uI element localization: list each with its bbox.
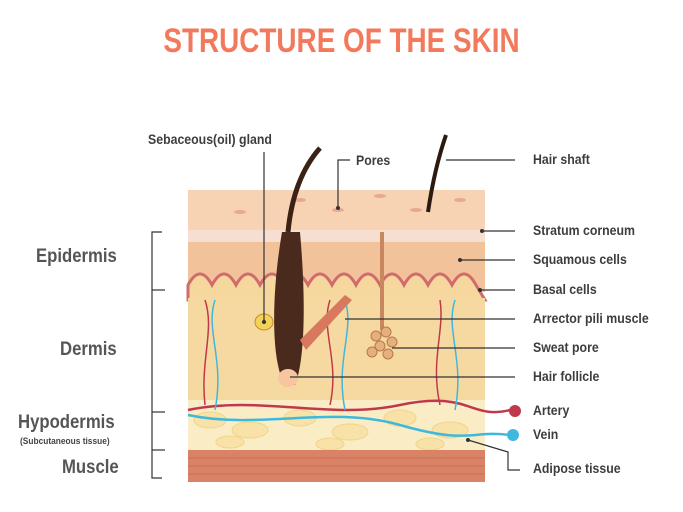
- label-artery: Artery: [533, 402, 570, 418]
- layer-brackets: [151, 231, 165, 479]
- stratum-corneum: [188, 230, 485, 242]
- arrector-pili-muscle: [300, 295, 352, 350]
- hair-shaft: [285, 146, 322, 233]
- label-basal-cells: Basal cells: [533, 281, 597, 297]
- label-hair-follicle: Hair follicle: [533, 368, 600, 384]
- label-epidermis: Epidermis: [36, 246, 117, 267]
- label-muscle: Muscle: [62, 457, 119, 478]
- label-subcutaneous: (Subcutaneous tissue): [20, 436, 110, 447]
- label-sebaceous-gland: Sebaceous(oil) gland: [148, 131, 272, 147]
- label-sweat-pore: Sweat pore: [533, 339, 599, 355]
- label-hypodermis: Hypodermis: [18, 412, 115, 433]
- vein-marker: [507, 429, 519, 441]
- page-title: STRUCTURE OF THE SKIN: [163, 22, 520, 60]
- label-squamous-cells: Squamous cells: [533, 251, 627, 267]
- label-stratum-corneum: Stratum corneum: [533, 222, 636, 238]
- label-pores: Pores: [356, 152, 391, 168]
- pores: [234, 194, 466, 214]
- sweat-gland: [366, 326, 398, 360]
- label-adipose-tissue: Adipose tissue: [533, 460, 621, 476]
- label-vein: Vein: [533, 426, 559, 442]
- artery-marker: [509, 405, 521, 417]
- hair-follicle: [274, 232, 304, 385]
- label-hair-shaft: Hair shaft: [533, 151, 590, 167]
- leader-lines: [263, 152, 520, 471]
- label-dermis: Dermis: [60, 339, 117, 360]
- label-arrector-pili: Arrector pili muscle: [533, 310, 649, 326]
